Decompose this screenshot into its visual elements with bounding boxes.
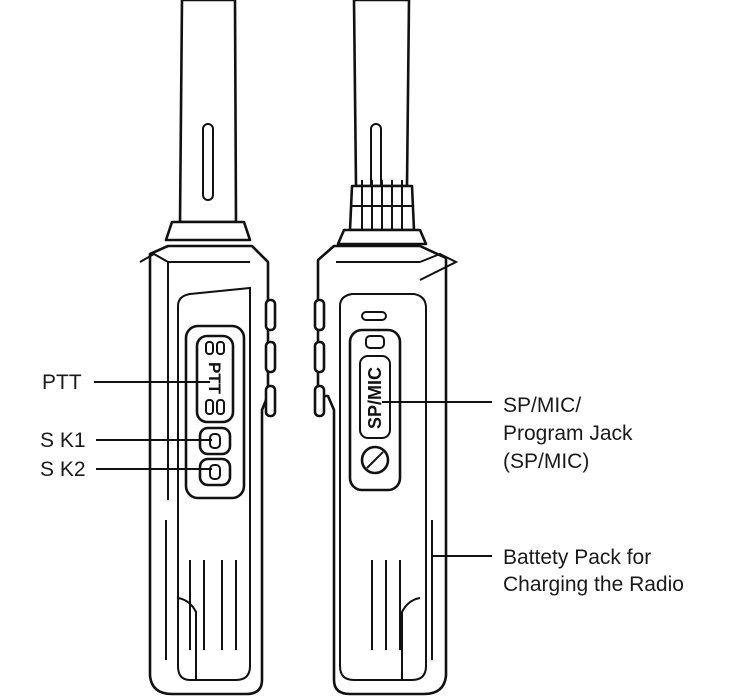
screw-slot <box>366 451 384 469</box>
bottom-curve-left <box>177 597 197 680</box>
knob-ridges <box>352 180 414 234</box>
top-clip-right <box>419 252 459 281</box>
sk2-button[interactable] <box>198 457 232 487</box>
jack-cover-marking: SP/MIC <box>365 367 385 429</box>
battery-label-line2: Charging the Radio <box>503 573 684 596</box>
side-panel-right <box>339 293 427 681</box>
ptt-grip-bottom <box>205 399 214 415</box>
antenna-left <box>178 0 238 224</box>
jack-cover-label-plate <box>359 355 391 439</box>
ptt-grip-top <box>205 341 214 355</box>
side-button-right-1 <box>313 298 326 332</box>
radio-left-side-view: PTT <box>139 0 277 696</box>
antenna-base-left <box>164 220 252 242</box>
spmic-label-line1: SP/MIC/ <box>503 394 581 417</box>
jack-cover-tab <box>365 335 385 349</box>
sk2-button-inner <box>209 464 221 480</box>
speaker-slot <box>361 311 387 321</box>
sk1-label: S K1 <box>40 429 86 452</box>
spmic-label-line2: Program Jack <box>503 422 633 445</box>
callouts: PTT S K1 S K2 SP/MIC/ Program Jack (SP/M… <box>40 371 684 596</box>
side-button-left-2 <box>264 340 277 374</box>
ptt-grip-top-2 <box>216 341 225 355</box>
ptt-grip-bottom-2 <box>216 399 225 415</box>
radio-right-side-view: SP/MIC <box>313 0 459 696</box>
battery-label-line1: Battety Pack for <box>503 546 651 569</box>
spmic-label-line3: (SP/MIC) <box>503 450 589 473</box>
ptt-button-marking: PTT <box>205 362 224 395</box>
bottom-curve-right <box>401 597 421 680</box>
side-rail-right <box>371 520 433 660</box>
knob-base-right <box>336 228 428 246</box>
ptt-label: PTT <box>42 371 82 394</box>
side-button-right-3 <box>313 384 326 418</box>
side-button-left-3 <box>264 384 277 418</box>
sp-mic-jack-cover[interactable] <box>348 328 402 492</box>
side-button-left-1 <box>264 298 277 332</box>
side-button-right-2 <box>313 340 326 374</box>
antenna-slot-left <box>202 123 214 201</box>
sk2-label: S K2 <box>40 458 86 481</box>
side-panel-left <box>177 286 251 681</box>
